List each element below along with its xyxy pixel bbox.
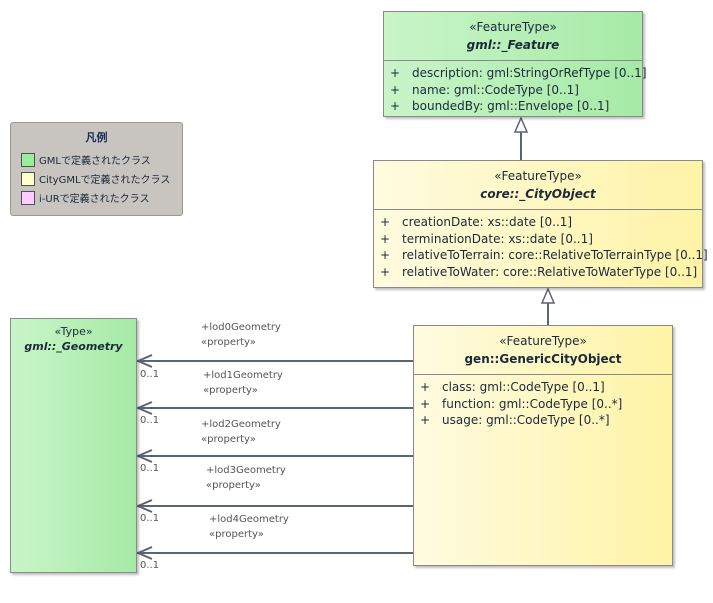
attribute-row: +usage: gml::CodeType [0..*] (420, 413, 610, 427)
cityobject-stereotype: «FeatureType» (494, 169, 582, 183)
attribute-row: +relativeToWater: core::RelativeToWaterT… (380, 264, 698, 279)
association-role-lod3: +lod3Geometry (206, 465, 286, 476)
association-multiplicity-lod0: 0..1 (140, 369, 160, 380)
feature-stereotype: «FeatureType» (469, 20, 557, 34)
association-multiplicity-lod3: 0..1 (140, 513, 160, 524)
association-role-lod1: +lod1Geometry (203, 370, 283, 381)
association-multiplicity-lod4: 0..1 (140, 560, 160, 571)
association-role-lod4: +lod4Geometry (209, 514, 289, 525)
attribute-row: +boundedBy: gml::Envelope [0..1] (390, 99, 610, 113)
geometry-class-name: gml::_Geometry (24, 340, 123, 353)
association-multiplicity-lod2: 0..1 (140, 463, 160, 474)
class-box-geometry[interactable]: «Type» gml::_Geometry (10, 318, 137, 573)
class-box-feature[interactable]: «FeatureType» gml::_Feature +description… (383, 11, 647, 119)
attribute-row: +creationDate: xs::date [0..1] (380, 215, 573, 229)
legend-title: 凡例 (85, 131, 108, 144)
legend: 凡例 GMLで定義されたクラス CityGMLで定義されたクラス i-URで定義… (10, 122, 183, 216)
attribute-row: +description: gml:StringOrRefType [0..1] (390, 66, 647, 80)
association-lod1[interactable] (135, 401, 413, 415)
cityobject-class-name: core::_CityObject (480, 187, 596, 201)
association-lod0[interactable] (135, 354, 413, 368)
legend-swatch-citygml (21, 171, 35, 186)
attribute-row: +relativeToTerrain: core::RelativeToTerr… (380, 248, 708, 262)
association-stereotype-lod1: «property» (203, 385, 258, 396)
association-stereotype-lod2: «property» (201, 434, 256, 445)
association-role-lod0: +lod0Geometry (201, 322, 281, 333)
generic-attributes: +class: gml::CodeType [0..1] +function: … (414, 374, 672, 433)
association-role-lod2: +lod2Geometry (201, 419, 281, 430)
attribute-row: +class: gml::CodeType [0..1] (420, 380, 605, 394)
cityobject-attributes: +creationDate: xs::date [0..1] +terminat… (374, 209, 708, 284)
association-lod2[interactable] (135, 449, 413, 463)
geometry-stereotype: «Type» (54, 325, 93, 338)
generalization-arrow-cityobject (540, 287, 556, 304)
legend-item-citygml: CityGMLで定義されたクラス (21, 171, 170, 186)
legend-item-gml: GMLで定義されたクラス (21, 152, 151, 167)
legend-item-iur: i-URで定義されたクラス (21, 190, 149, 205)
attribute-row: +function: gml::CodeType [0..*] (420, 396, 623, 411)
class-box-cityobject[interactable]: «FeatureType» core::_CityObject +creatio… (373, 160, 708, 288)
association-lod3[interactable] (135, 499, 413, 513)
attribute-row: +terminationDate: xs::date [0..1] (380, 231, 593, 246)
legend-label-gml: GMLで定義されたクラス (39, 156, 151, 167)
legend-label-citygml: CityGMLで定義されたクラス (39, 175, 171, 186)
generic-stereotype: «FeatureType» (499, 334, 587, 348)
attribute-row: +name: gml::CodeType [0..1] (390, 82, 579, 97)
feature-class-name: gml::_Feature (466, 38, 560, 52)
generalization-arrow-feature (513, 116, 529, 133)
association-lod4[interactable] (135, 546, 413, 560)
association-stereotype-lod4: «property» (209, 529, 264, 540)
feature-attributes: +description: gml:StringOrRefType [0..1]… (384, 60, 647, 119)
legend-label-iur: i-URで定義されたクラス (39, 194, 150, 205)
class-box-generic[interactable]: «FeatureType» gen::GenericCityObject +cl… (413, 325, 673, 566)
generic-class-name: gen::GenericCityObject (464, 352, 622, 366)
association-stereotype-lod0: «property» (201, 337, 256, 348)
association-stereotype-lod3: «property» (206, 480, 261, 491)
legend-swatch-iur (21, 190, 35, 205)
legend-swatch-gml (21, 152, 35, 167)
association-multiplicity-lod1: 0..1 (140, 415, 160, 426)
